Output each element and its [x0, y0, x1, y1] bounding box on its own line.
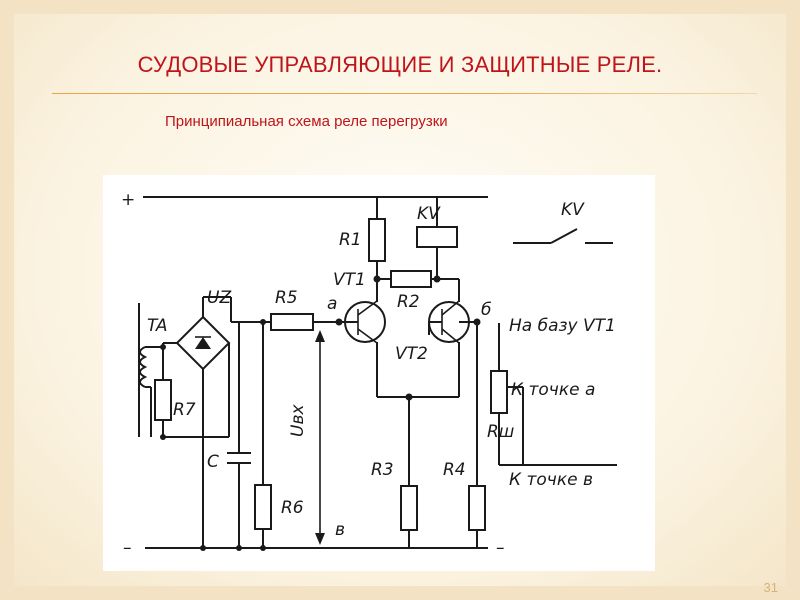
ta-bottom-junction [160, 434, 166, 440]
to-point-v-label: К точке в [509, 470, 593, 490]
r4-label: R4 [443, 460, 466, 480]
node-b-label: б [481, 300, 491, 320]
slide-number: 31 [763, 580, 778, 595]
uz-diode-symbol [195, 337, 211, 349]
r4-resistor [468, 485, 486, 531]
vt2-emitter-lead [441, 328, 460, 344]
uz-label: UZ [207, 288, 231, 308]
r6-resistor [254, 484, 272, 530]
kv-contact-blade [550, 228, 578, 244]
r6-bottom-junction [260, 545, 266, 551]
node-v-label: в [335, 520, 345, 540]
title-divider [52, 93, 757, 94]
u-in-arrow-head-top [315, 330, 325, 342]
r1-label: R1 [339, 230, 362, 250]
to-point-a-label: К точке а [511, 380, 595, 400]
ta-top-junction [160, 344, 166, 350]
r3-resistor [400, 485, 418, 531]
r2-label: R2 [397, 292, 420, 312]
plus-label: + [121, 190, 135, 210]
kv-coil-label: KV [417, 204, 441, 224]
overload-relay-schematic: + – – R1 KV KV VT1 R2 VT2 R5 а UZ TA R7 … [121, 190, 617, 558]
ta-winding [139, 346, 148, 388]
u-in-arrow-head-bottom [315, 533, 325, 545]
r6-label: R6 [281, 498, 304, 518]
ta-label: TA [147, 316, 167, 336]
c-label: C [207, 452, 219, 472]
u-in-label: Uвх [288, 404, 308, 437]
to-base-vt1-label: На базу VT1 [509, 316, 616, 336]
minus-right-label: – [496, 538, 505, 558]
circuit-diagram-panel: + – – R1 KV KV VT1 R2 VT2 R5 а UZ TA R7 … [103, 175, 655, 571]
vt1-emitter-lead [357, 328, 378, 344]
vt2-collector-lead [441, 300, 460, 316]
kv-coil [416, 226, 458, 248]
r5-label: R5 [275, 288, 298, 308]
vt1-collector-lead [357, 300, 378, 316]
rsh-resistor [490, 370, 508, 414]
uz-bottom-junction [200, 545, 206, 551]
r7-label: R7 [173, 400, 196, 420]
vt2-label: VT2 [395, 344, 428, 364]
r3-label: R3 [371, 460, 394, 480]
vt1-label: VT1 [333, 270, 366, 290]
r5-resistor [270, 313, 314, 331]
r7-resistor [154, 379, 172, 421]
node-a-label: а [327, 294, 337, 314]
r-sh-label: Rш [487, 422, 514, 442]
r2-resistor [390, 270, 432, 288]
minus-left-label: – [123, 538, 132, 558]
c-bottom-junction [236, 545, 242, 551]
r1-resistor [368, 218, 386, 262]
slide-title: СУДОВЫЕ УПРАВЛЯЮЩИЕ И ЗАЩИТНЫЕ РЕЛЕ. [137, 52, 663, 77]
kv-contact-label: KV [561, 200, 585, 220]
slide-subtitle: Принципиальная схема реле перегрузки [165, 113, 448, 130]
